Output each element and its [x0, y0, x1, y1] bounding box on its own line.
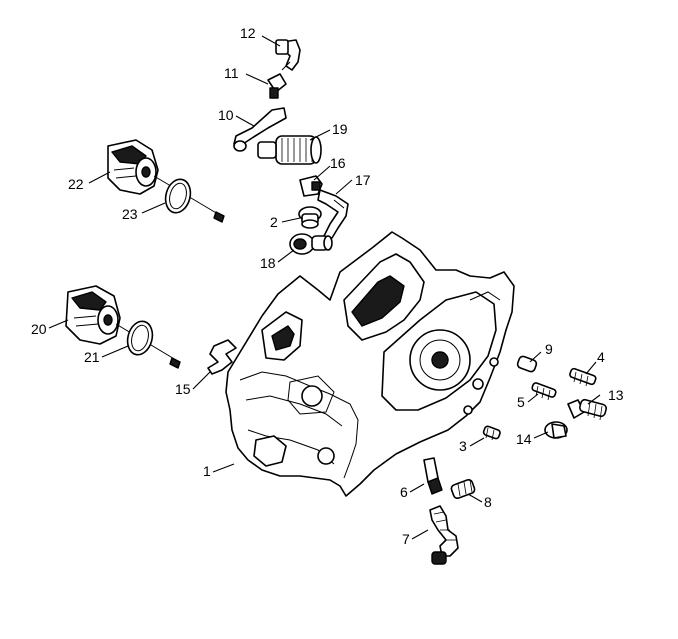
part-20-assembly — [65, 285, 181, 369]
part-16-fitting — [299, 175, 323, 197]
callout-3: 3 — [459, 438, 467, 454]
part-13-bolt — [567, 398, 608, 421]
part-3-screw — [482, 425, 501, 441]
callout-10: 10 — [218, 107, 234, 123]
part-19-fuel-filter — [257, 135, 322, 165]
part-14-nut — [544, 421, 568, 439]
callout-18: 18 — [260, 255, 276, 271]
callout-6: 6 — [400, 484, 408, 500]
callout-12: 12 — [240, 25, 256, 41]
callout-22: 22 — [68, 176, 84, 192]
callout-4: 4 — [597, 349, 605, 365]
callout-21: 21 — [84, 349, 100, 365]
part-5-pin — [531, 382, 557, 401]
part-17-hose — [317, 189, 349, 239]
part-4-stud — [569, 367, 597, 387]
callout-14: 14 — [516, 431, 532, 447]
leader-lines — [48, 35, 601, 540]
callout-13: 13 — [608, 387, 624, 403]
part-11-valve — [267, 61, 291, 99]
callout-19: 19 — [332, 121, 348, 137]
callout-15: 15 — [175, 381, 191, 397]
part-12-elbow-fitting — [275, 39, 301, 71]
callout-7: 7 — [402, 531, 410, 547]
callout-1: 1 — [203, 463, 211, 479]
part-23-o-ring — [164, 178, 192, 214]
callout-8: 8 — [484, 494, 492, 510]
callout-2: 2 — [270, 214, 278, 230]
part-21-o-ring — [126, 320, 154, 356]
callout-23: 23 — [122, 206, 138, 222]
callout-labels: 1 2 3 4 5 6 7 8 9 10 11 12 13 14 15 16 1… — [31, 25, 624, 547]
callout-11: 11 — [224, 65, 239, 81]
part-2-grommet — [298, 206, 322, 229]
callout-5: 5 — [517, 394, 525, 410]
part-18-pickup-body — [289, 233, 333, 255]
part-6-sleeve — [423, 457, 443, 495]
part-22-assembly — [107, 139, 225, 223]
callout-20: 20 — [31, 321, 47, 337]
callout-16: 16 — [330, 155, 346, 171]
callout-9: 9 — [545, 341, 553, 357]
part-10-tube — [233, 107, 287, 152]
callout-17: 17 — [355, 172, 371, 188]
part-8-connector — [450, 478, 476, 500]
part-15-clip — [207, 339, 237, 375]
part-7-suction-hose — [429, 505, 459, 565]
part-1-crankcase — [225, 231, 515, 497]
